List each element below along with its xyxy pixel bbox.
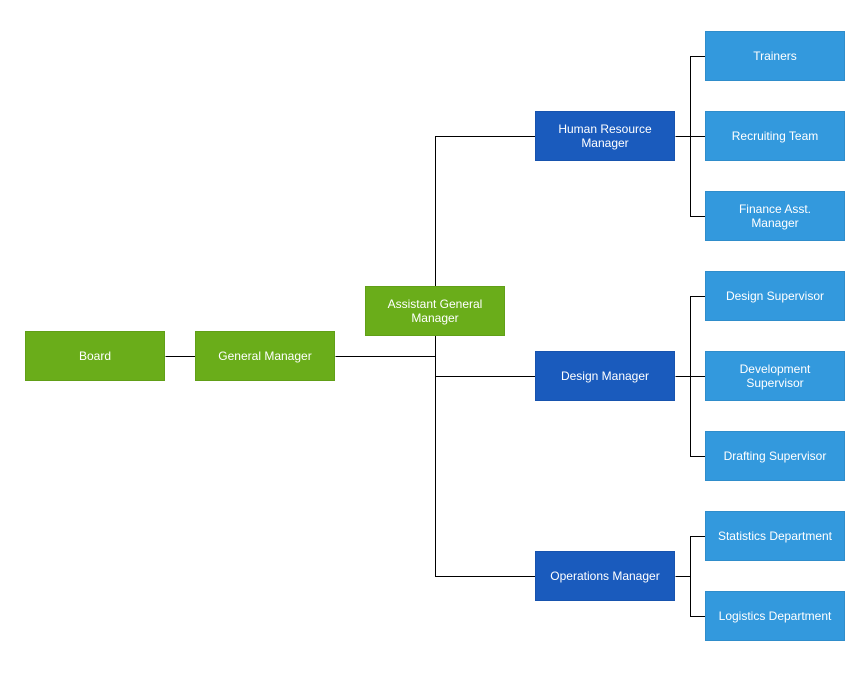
node-label: Statistics Department bbox=[717, 529, 833, 543]
node-assistant-general-manager[interactable]: Assistant General Manager bbox=[365, 286, 505, 336]
connector-human-resource-manager-to-trainers bbox=[675, 56, 706, 137]
connector-general-manager-to-operations-manager bbox=[335, 356, 536, 577]
node-label: General Manager bbox=[218, 349, 312, 363]
node-label: Board bbox=[78, 349, 112, 363]
node-drafting-supervisor[interactable]: Drafting Supervisor bbox=[705, 431, 845, 481]
node-operations-manager[interactable]: Operations Manager bbox=[535, 551, 675, 601]
connector-operations-manager-to-statistics-department bbox=[675, 536, 706, 577]
node-label: Human Resource Manager bbox=[558, 122, 652, 150]
node-label: Assistant General Manager bbox=[387, 297, 483, 325]
node-label: Design Manager bbox=[560, 369, 650, 383]
connector-design-manager-to-drafting-supervisor bbox=[675, 376, 706, 457]
node-design-manager[interactable]: Design Manager bbox=[535, 351, 675, 401]
node-label: Design Supervisor bbox=[725, 289, 825, 303]
node-label: Trainers bbox=[753, 49, 797, 63]
node-logistics-department[interactable]: Logistics Department bbox=[705, 591, 845, 641]
node-design-supervisor[interactable]: Design Supervisor bbox=[705, 271, 845, 321]
node-general-manager[interactable]: General Manager bbox=[195, 331, 335, 381]
node-label: Operations Manager bbox=[550, 569, 660, 583]
node-label: Finance Asst. Manager bbox=[738, 202, 812, 230]
connector-operations-manager-to-logistics-department bbox=[675, 576, 706, 617]
connector-general-manager-to-assistant-general-manager bbox=[335, 336, 436, 357]
connector-design-manager-to-design-supervisor bbox=[675, 296, 706, 377]
node-finance-asst-manager[interactable]: Finance Asst. Manager bbox=[705, 191, 845, 241]
node-label: Recruiting Team bbox=[731, 129, 819, 143]
connector-human-resource-manager-to-finance-asst-manager bbox=[675, 136, 706, 217]
node-recruiting-team[interactable]: Recruiting Team bbox=[705, 111, 845, 161]
node-label: Logistics Department bbox=[718, 609, 832, 623]
node-trainers[interactable]: Trainers bbox=[705, 31, 845, 81]
node-statistics-department[interactable]: Statistics Department bbox=[705, 511, 845, 561]
node-board[interactable]: Board bbox=[25, 331, 165, 381]
node-label: Development Supervisor bbox=[739, 362, 811, 390]
node-human-resource-manager[interactable]: Human Resource Manager bbox=[535, 111, 675, 161]
node-label: Drafting Supervisor bbox=[723, 449, 827, 463]
node-development-supervisor[interactable]: Development Supervisor bbox=[705, 351, 845, 401]
